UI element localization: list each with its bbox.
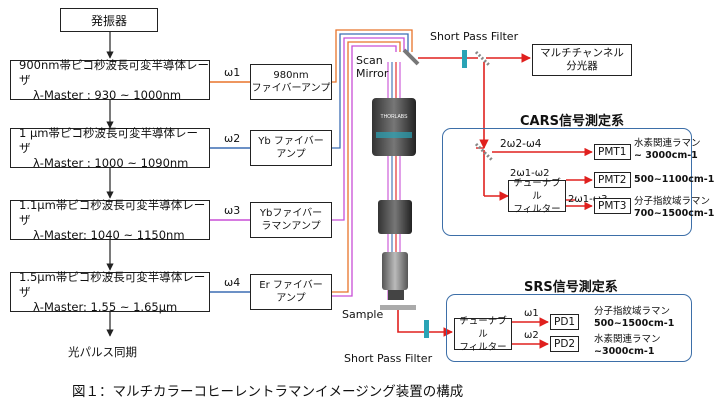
cars-range-3-line1: 分子指紋域ラマン <box>634 196 711 207</box>
laser-box-3: 1.1μm帯ピコ秒波長可変半導体レーザ λ-Master: 1040 ~ 115… <box>10 197 210 242</box>
amp-3-line1: Ybファイバー <box>259 208 323 219</box>
cars-tunable-line2: フィルター <box>513 203 561 215</box>
omega-2-label: ω2 <box>224 132 241 145</box>
laser-4-title: 1.5μm帯ピコ秒波長可変半導体レーザ <box>19 269 206 299</box>
spectrometer-line2: 分光器 <box>566 60 598 72</box>
srs-tunable-line1: チューナブル <box>459 315 507 340</box>
cars-range-2: 500~1100cm-1 <box>634 174 714 185</box>
objective-lens <box>372 98 416 300</box>
laser-box-2: 1 μm帯ピコ秒波長可変半導体レーザ λ-Master : 1000 ~ 109… <box>10 125 210 170</box>
pmt3-label: PMT3 <box>598 200 627 212</box>
srs-range-1-line2: 500~1500cm-1 <box>594 318 675 329</box>
cars-tunable-line1: チューナブル <box>513 177 561 202</box>
laser-2-range: λ-Master : 1000 ~ 1090nm <box>33 155 189 170</box>
scan-mirror-line1: Scan <box>356 54 383 67</box>
scan-mirror <box>402 48 420 66</box>
scan-mirror-line2: Mirror <box>356 67 389 80</box>
laser-1-range: λ-Master : 930 ~ 1000nm <box>33 87 182 102</box>
amp-3-line2: ラマンアンプ <box>261 221 321 232</box>
laser-box-1: 900nm帯ピコ秒波長可変半導体レーザ λ-Master : 930 ~ 100… <box>10 57 210 102</box>
amp-4-line2: アンプ <box>276 293 306 304</box>
cars-title: CARS信号測定系 <box>520 114 624 129</box>
amp-2-line1: Yb ファイバー <box>258 136 324 147</box>
laser-box-4: 1.5μm帯ピコ秒波長可変半導体レーザ λ-Master: 1.55 ~ 1.6… <box>10 269 210 314</box>
cars-range-1: 水素関連ラマン ~ 3000cm-1 <box>634 138 701 162</box>
sample-label: Sample <box>342 308 384 321</box>
laser-3-range: λ-Master: 1040 ~ 1150nm <box>33 227 185 242</box>
pmt1-box: PMT1 <box>594 144 631 160</box>
beam-routes <box>332 29 413 297</box>
amp-2-line2: アンプ <box>276 149 306 160</box>
pd2-box: PD2 <box>550 336 580 352</box>
cars-paths <box>476 147 593 211</box>
spectrometer-box: マルチチャンネル 分光器 <box>532 44 632 76</box>
signal-path-top <box>418 53 531 201</box>
pmt1-label: PMT1 <box>598 146 627 158</box>
pmt2-label: PMT2 <box>598 174 627 186</box>
pd2-label: PD2 <box>554 338 576 350</box>
oscillator-box: 発振器 <box>60 8 158 32</box>
oscillator-label: 発振器 <box>90 13 127 28</box>
pmt3-box: PMT3 <box>594 198 631 214</box>
srs-range-1: 分子指紋域ラマン 500~1500cm-1 <box>594 306 674 330</box>
cars-tunable-filter: チューナブル フィルター <box>508 177 566 215</box>
signal-path-bottom <box>397 310 549 349</box>
cars-range-1-line1: 水素関連ラマン <box>634 138 701 149</box>
srs-tunable-filter: チューナブル フィルター <box>454 315 512 353</box>
cars-formula-3: 2ω1-ω3 <box>568 194 608 205</box>
srs-omega-1: ω1 <box>524 308 539 319</box>
cars-top-formula: 2ω2-ω4 <box>500 138 542 150</box>
short-pass-filter-bottom <box>424 320 429 338</box>
amp-4-line1: Er ファイバー <box>259 280 323 291</box>
pd1-box: PD1 <box>550 314 580 330</box>
amp-1-line1: 980nm <box>273 70 309 81</box>
amp-box-1: 980nm ファイバーアンプ <box>250 64 332 100</box>
srs-range-2-line1: 水素関連ラマン <box>594 334 661 345</box>
cars-range-3-line2: 700~1500cm-1 <box>634 208 714 219</box>
short-pass-filter-bottom-label: Short Pass Filter <box>344 352 433 365</box>
pd1-label: PD1 <box>554 316 576 328</box>
spectrometer-line1: マルチチャンネル <box>540 47 624 59</box>
srs-omega-2: ω2 <box>524 330 539 341</box>
srs-range-2-line2: ~3000cm-1 <box>594 346 655 357</box>
laser-amp-lines <box>210 81 250 293</box>
figure-caption: 図１：マルチカラーコヒーレントラマンイメージング装置の構成 <box>72 384 464 400</box>
srs-frame <box>446 294 692 362</box>
cars-range-3: 分子指紋域ラマン 700~1500cm-1 <box>634 196 714 220</box>
amp-box-3: Ybファイバー ラマンアンプ <box>250 202 332 238</box>
amp-1-line2: ファイバーアンプ <box>251 83 331 94</box>
objective-brand: THORLABS <box>381 114 409 120</box>
laser-3-title: 1.1μm帯ピコ秒波長可変半導体レーザ <box>19 197 206 227</box>
laser-4-range: λ-Master: 1.55 ~ 1.65μm <box>33 299 178 314</box>
srs-range-2: 水素関連ラマン ~3000cm-1 <box>594 334 661 358</box>
srs-title: SRS信号測定系 <box>524 280 618 295</box>
amp-box-4: Er ファイバー アンプ <box>250 274 332 310</box>
laser-2-title: 1 μm帯ピコ秒波長可変半導体レーザ <box>19 125 198 155</box>
cars-range-1-line2: ~ 3000cm-1 <box>634 150 698 161</box>
laser-1-title: 900nm帯ピコ秒波長可変半導体レーザ <box>19 57 209 87</box>
amp-box-2: Yb ファイバー アンプ <box>250 130 332 166</box>
pmt2-box: PMT2 <box>594 172 631 188</box>
srs-range-1-line1: 分子指紋域ラマン <box>594 306 671 317</box>
pulse-sync-label: 光パルス同期 <box>68 345 137 359</box>
cars-formula-2: 2ω1-ω2 <box>510 168 550 179</box>
srs-tunable-line2: フィルター <box>459 341 507 353</box>
scan-mirror-label: Scan Mirror <box>356 54 388 80</box>
cars-frame <box>442 128 692 236</box>
omega-4-label: ω4 <box>224 276 241 289</box>
omega-1-label: ω1 <box>224 66 241 79</box>
short-pass-filter-top-label: Short Pass Filter <box>430 30 519 43</box>
omega-3-label: ω3 <box>224 204 241 217</box>
short-pass-filter-top <box>462 50 467 68</box>
dichroic-top <box>474 50 492 68</box>
sample-plate <box>380 305 416 310</box>
